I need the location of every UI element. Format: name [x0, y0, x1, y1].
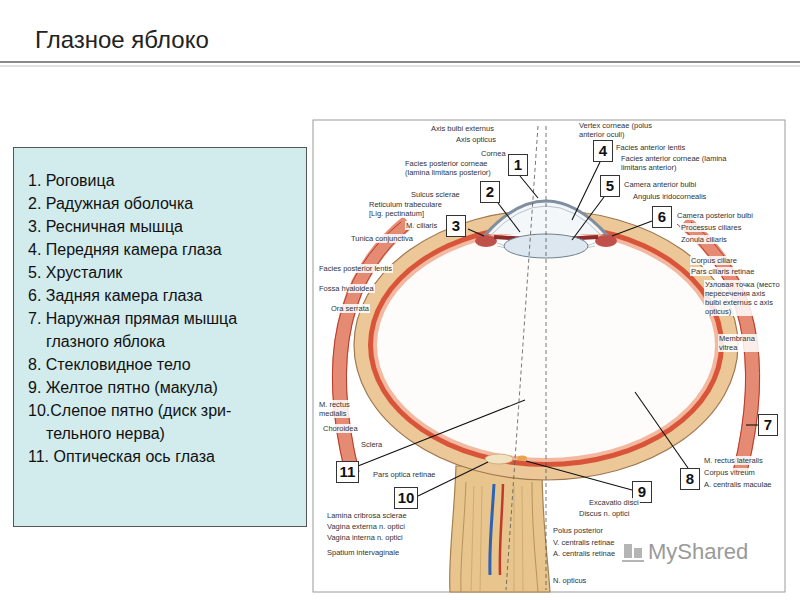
part-label: Axis opticus	[455, 135, 497, 144]
part-label: Vertex corneae (polus anterior oculi)	[578, 121, 672, 139]
anterior-segment	[475, 201, 617, 258]
figure-frame	[313, 120, 785, 592]
callout-number: 4	[593, 140, 613, 162]
part-label: Facies posterior lentis	[318, 264, 393, 273]
callout-number-text: 2	[486, 184, 494, 200]
part-label: Membrana vitrea	[718, 334, 770, 352]
axis-lines	[506, 126, 546, 590]
part-label: N. opticus	[552, 576, 587, 585]
list-item: 3. Ресничная мышца	[24, 215, 296, 238]
part-label: Facies posterior corneae (lamina limitan…	[404, 159, 506, 177]
part-label: Camera anterior bulbi	[623, 180, 697, 189]
list-item: 2. Радужная оболочка	[24, 192, 296, 215]
list-item: 7. Наружная прямая мышца глазного яблока	[24, 307, 296, 353]
list-item: 10.Слепое пятно (диск зри- тельного нерв…	[24, 399, 296, 445]
list-item: 11. Оптическая ось глаза	[24, 445, 296, 468]
callout-number: 10	[394, 487, 418, 509]
callout-number: 5	[600, 175, 620, 197]
title-rule	[0, 62, 800, 66]
part-label: Reticulum trabeculare [Lig. pectinatum]	[368, 200, 446, 218]
part-label: V. centralis retinae	[552, 538, 615, 547]
part-label: Processus ciliares	[680, 223, 742, 232]
callout-number-text: 6	[658, 209, 666, 225]
list-item: 8. Стекловидное тело	[24, 353, 296, 376]
part-label: Tunica conjunctiva	[350, 234, 414, 243]
callout-number-text: 10	[398, 490, 415, 506]
part-label: Vagina externa n. optici	[326, 522, 406, 531]
list-item: 4. Передняя камера глаза	[24, 238, 296, 261]
list-item: 9. Желтое пятно (макула)	[24, 376, 296, 399]
callout-number-text: 7	[764, 417, 772, 433]
part-label: M. ciliaris	[405, 221, 438, 230]
optic-nerve	[450, 466, 550, 592]
list-item: 6. Задняя камера глаза	[24, 284, 296, 307]
callout-number: 8	[680, 468, 700, 490]
part-label: Pars ciliaris retinae	[690, 267, 755, 276]
callout-number: 3	[446, 215, 466, 237]
part-label: Camera posterior bulbi	[676, 211, 754, 220]
list-item: 5. Хрусталик	[24, 261, 296, 284]
callout-number-text: 4	[599, 143, 607, 159]
part-label: A. centralis retinae	[552, 549, 616, 558]
part-label: Excavatio disci	[588, 498, 640, 507]
watermark: MyShared	[648, 540, 748, 564]
callout-number-text: 11	[340, 464, 356, 480]
callout-number-text: 3	[452, 218, 460, 234]
callout-number: 11	[336, 461, 359, 483]
part-label: Polus posterior	[552, 526, 604, 535]
part-label: Spatium intervaginale	[326, 548, 400, 557]
callout-number: 1	[508, 154, 528, 176]
part-label: Corpus vitreum	[703, 468, 756, 477]
callout-number: 6	[652, 206, 672, 228]
callout-number-text: 8	[686, 471, 694, 487]
part-label: Choroidea	[322, 424, 359, 433]
part-label: Zonula ciliaris	[680, 235, 728, 244]
part-label: Ora serrata	[330, 304, 370, 313]
part-label: Corpus ciliare	[690, 256, 738, 265]
part-label: Vagina interna n. optici	[326, 533, 404, 542]
part-label: Fossa hyaloidea	[318, 284, 375, 293]
list-item: 1. Роговица	[24, 169, 296, 192]
part-label: Facies anterior lentis	[615, 143, 686, 152]
part-label: Angulus iridocornealis	[632, 192, 707, 201]
part-label: M. rectus medialis	[318, 400, 365, 418]
part-label: Discus n. optici	[578, 509, 630, 518]
part-label: Sulcus sclerae	[410, 190, 461, 199]
part-label: Pars optica retinae	[372, 470, 437, 479]
part-label: Facies anterior corneae (lamina limitans…	[620, 154, 732, 172]
part-label: Cornea	[480, 149, 507, 158]
leader-lines	[358, 162, 758, 496]
part-label: Axis bulbi externus	[430, 124, 495, 133]
part-label: A. centralis maculae	[703, 480, 773, 489]
callout-number-text: 5	[606, 178, 614, 194]
callout-number-text: 1	[514, 157, 522, 173]
part-label: Lamina cribrosa sclerae	[326, 511, 408, 520]
callout-number: 2	[480, 181, 500, 203]
part-label: Sclera	[360, 440, 383, 449]
part-label: Узловая точка (место пересечения axis bu…	[704, 280, 784, 316]
legend-list-box: 1. Роговица2. Радужная оболочка3. Реснич…	[13, 147, 307, 527]
callout-number: 7	[758, 414, 778, 436]
part-label: M. rectus lateralis	[703, 456, 764, 465]
watermark-icon	[622, 544, 644, 562]
page-title: Глазное яблоко	[35, 26, 209, 54]
